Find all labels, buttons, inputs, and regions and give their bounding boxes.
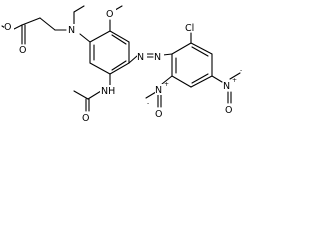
amide-oxygen-label: O — [82, 113, 89, 124]
chlorine-label: Cl — [185, 23, 194, 34]
azo-nitrogen-1-label: N — [137, 52, 144, 63]
methoxy-oxygen-label: O — [106, 9, 113, 20]
right-nitro-nitrogen-label: N — [223, 81, 230, 92]
amine-nitrogen-label: N — [68, 25, 75, 36]
azo-nitrogen-2-label: N — [154, 52, 161, 63]
left-nitro-oxygen-charge: - — [147, 100, 149, 107]
chemical-structure: O O N O N N Cl NH O N + O - N + O - — [1, 5, 242, 124]
ester-carbonyl-oxygen-label: O — [19, 45, 26, 56]
right-nitro-oxygen-charge: - — [240, 67, 242, 74]
left-nitro-oxygen-label: O — [155, 109, 162, 120]
amide-nh-label: NH — [101, 86, 115, 97]
atom-labels: O O N O N N Cl NH O N + O - N + O - — [4, 8, 242, 124]
bonds — [1, 5, 241, 112]
right-nitro-oxygen-label: O — [225, 105, 232, 116]
left-nitro-nitrogen-label: N — [155, 85, 162, 96]
ester-methoxy-oxygen-label: O — [4, 22, 11, 33]
right-nitro-nitrogen-charge: + — [232, 77, 237, 84]
left-nitro-nitrogen-charge: + — [164, 81, 169, 88]
